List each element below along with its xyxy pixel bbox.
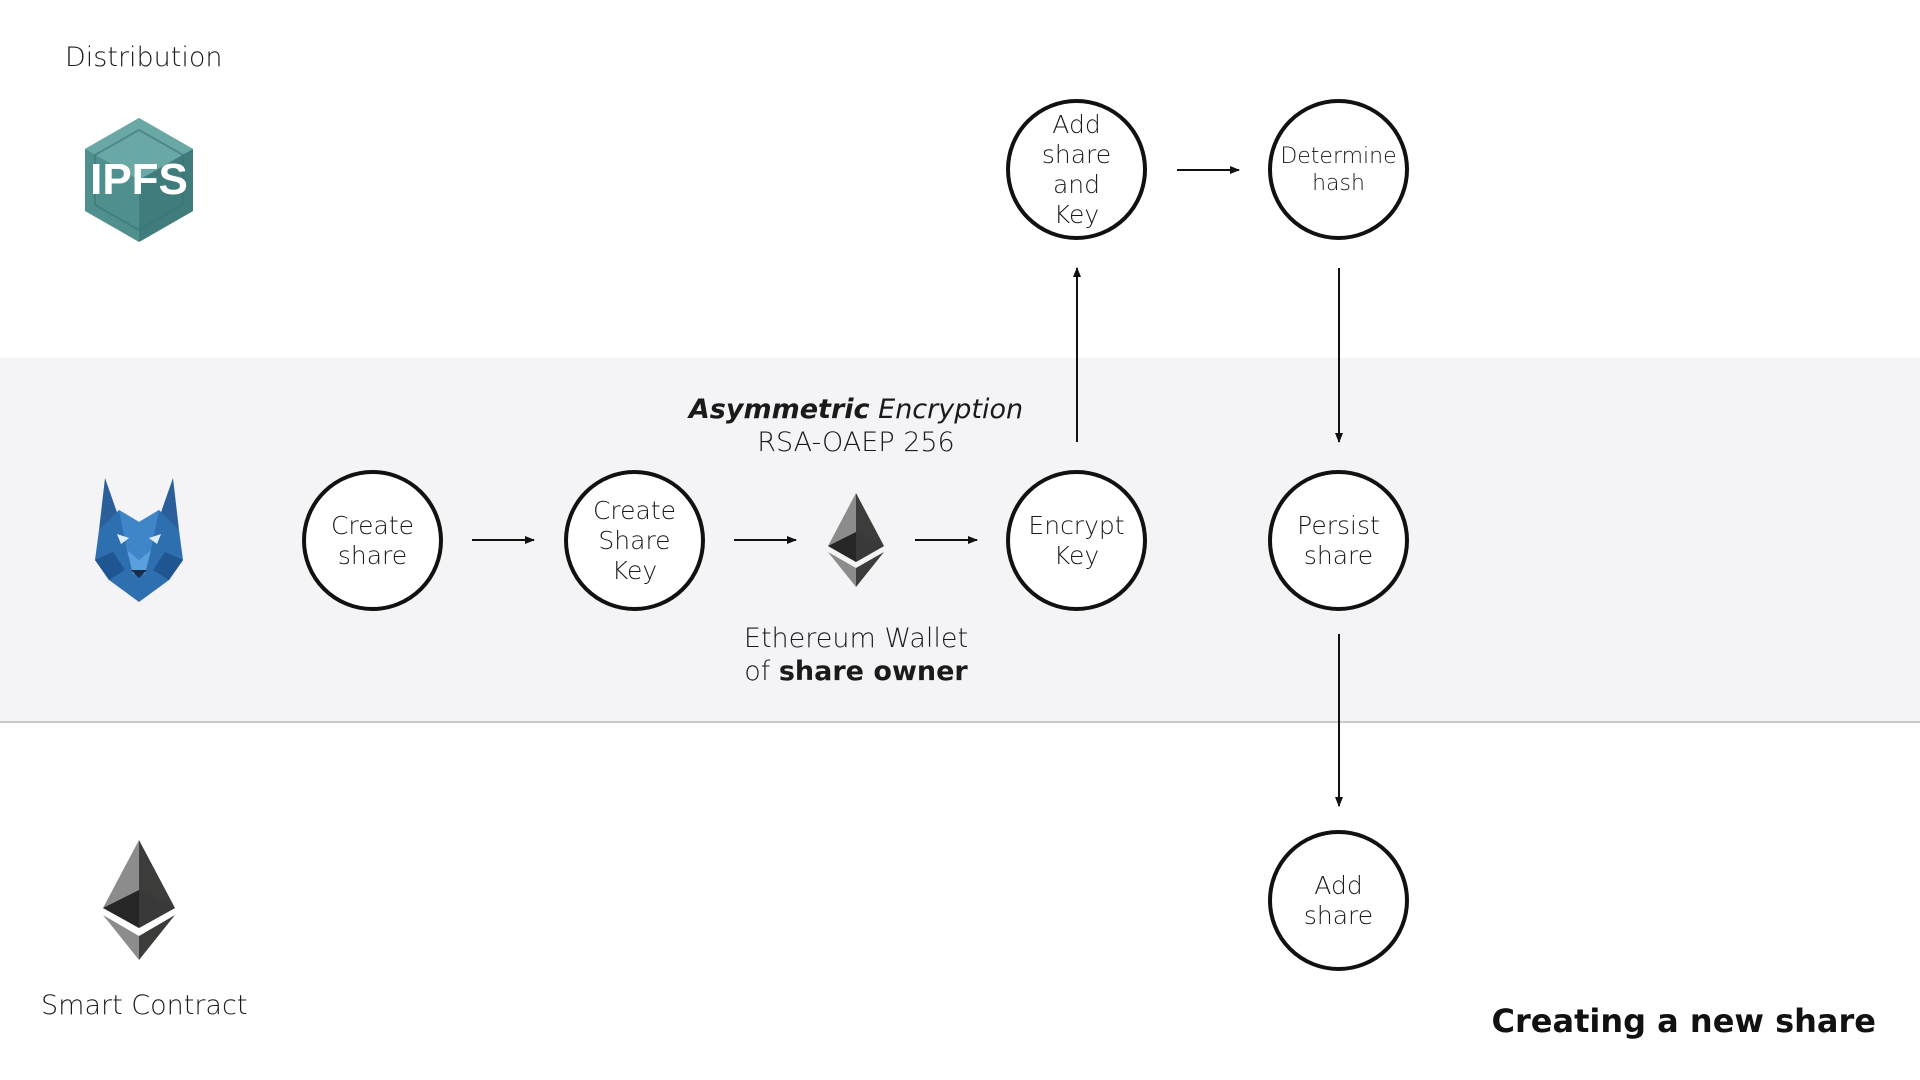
ipfs-logo-text: IPFS [90,155,188,204]
smart-contract-lane-label: Smart Contract [41,990,248,1021]
encryption-type-italic: Encryption [869,394,1024,425]
determine-hash-node: Determine hash [1268,99,1409,240]
diagram-title: Creating a new share [1491,1002,1876,1040]
persist-share-label: Persist share [1297,510,1380,570]
determine-hash-label: Determine hash [1280,143,1397,196]
wallet-caption-prefix: of [744,656,779,687]
add-share-node: Add share [1268,830,1409,971]
encryption-algorithm: RSA-OAEP 256 [757,427,955,458]
encrypt-key-label: Encrypt Key [1028,510,1125,570]
encryption-type: Asymmetric Encryption [656,393,1056,426]
encryption-type-bold: Asymmetric [688,394,870,425]
add-share-and-key-label: Add share and Key [1041,109,1112,229]
wallet-caption-line1: Ethereum Wallet [743,623,969,654]
encrypt-key-node: Encrypt Key [1006,470,1147,611]
persist-share-node: Persist share [1268,470,1409,611]
encryption-caption: Asymmetric Encryption RSA-OAEP 256 [656,393,1056,459]
create-share-label: Create share [330,510,415,570]
create-share-node: Create share [302,470,443,611]
wallet-caption-line2: of share owner [656,655,1056,688]
wallet-caption: Ethereum Wallet of share owner [656,622,1056,688]
wallet-caption-owner: share owner [778,656,968,687]
add-share-and-key-node: Add share and Key [1006,99,1147,240]
create-share-key-label: Create Share Key [592,495,677,585]
create-share-key-node: Create Share Key [564,470,705,611]
add-share-label: Add share [1303,870,1374,930]
distribution-lane-label: Distribution [65,42,223,73]
